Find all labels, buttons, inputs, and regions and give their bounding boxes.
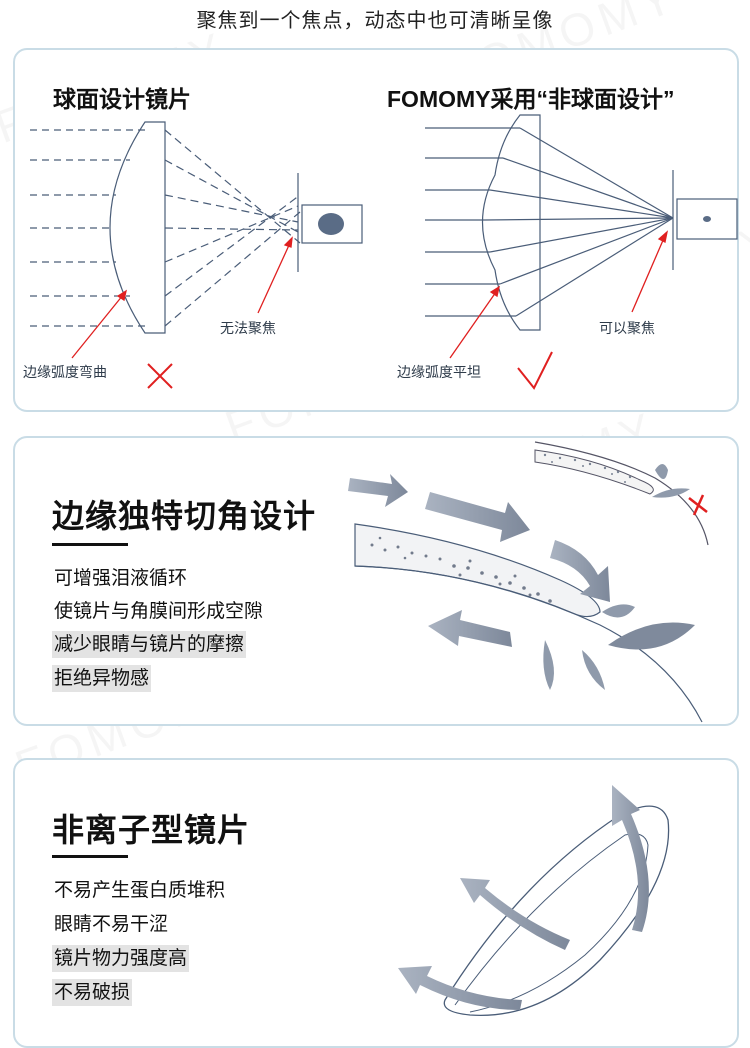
contact-lens-inner (454, 833, 649, 1013)
particles-main (370, 536, 552, 603)
non-ionic-feature-1: 不易产生蛋白质堆积 (54, 880, 226, 901)
flow-arrow-icon (428, 610, 512, 647)
flow-arrow-icon (550, 540, 610, 602)
aspheric-lens-title: FOMOMY采用“非球面设计” (387, 86, 675, 112)
title-underline (52, 543, 128, 546)
edge-feature-1: 可增强泪液循环 (54, 568, 188, 589)
particles-top (543, 453, 632, 483)
non-ionic-feature-3: 镜片物力强度高 (52, 945, 190, 972)
tear-drop (655, 464, 668, 479)
tear-drop (652, 488, 690, 498)
tear-drop (582, 650, 605, 690)
optics-diagram (30, 114, 738, 390)
incoming-rays-dashed (30, 129, 148, 327)
tear-drop (608, 622, 695, 650)
title-underline (52, 855, 128, 858)
flex-arrow-icon (398, 966, 522, 1010)
cross-icon (688, 494, 708, 516)
left-edge-label: 边缘弧度弯曲 (23, 365, 107, 381)
flex-arrow-icon (460, 878, 570, 950)
check-icon (517, 351, 553, 390)
optics-comparison-card (13, 48, 739, 412)
non-ionic-title: 非离子型镜片 (52, 812, 251, 848)
edge-feature-2: 使镜片与角膜间形成空隙 (54, 601, 264, 622)
edge-feature-4: 拒绝异物感 (52, 665, 152, 692)
cornea-curve (354, 565, 703, 723)
flow-arrow-icon (425, 492, 530, 542)
right-image-box (676, 198, 738, 240)
right-edge-label: 边缘弧度平坦 (397, 365, 481, 381)
contact-lens-shape (443, 805, 670, 1017)
left-focus-label: 无法聚焦 (220, 321, 276, 337)
flex-arrow-icon (612, 785, 649, 932)
flow-arrow-icon (348, 474, 408, 507)
page-headline: 聚焦到一个焦点，动态中也可清晰呈像 (196, 10, 554, 32)
edge-design-title: 边缘独特切角设计 (52, 498, 317, 534)
left-image-box (301, 204, 363, 244)
tear-drop (543, 640, 554, 690)
spherical-lens-title: 球面设计镜片 (53, 86, 191, 112)
focused-spot (703, 216, 711, 222)
lens-edge-top-shape (534, 449, 654, 495)
tear-drop (602, 604, 635, 618)
edge-feature-3: 减少眼睛与镜片的摩擦 (52, 631, 247, 658)
blurred-spot (318, 213, 344, 235)
non-ionic-feature-2: 眼睛不易干涩 (54, 914, 169, 935)
unfocused-rays-dashed (164, 129, 301, 327)
cross-icon (147, 363, 173, 389)
lens-edge-top (534, 441, 709, 546)
aspheric-lens-shape (482, 114, 541, 331)
incoming-rays-solid (425, 127, 520, 317)
focused-rays-solid (484, 127, 674, 317)
right-focus-label: 可以聚焦 (599, 321, 655, 337)
non-ionic-feature-4: 不易破损 (52, 979, 133, 1006)
